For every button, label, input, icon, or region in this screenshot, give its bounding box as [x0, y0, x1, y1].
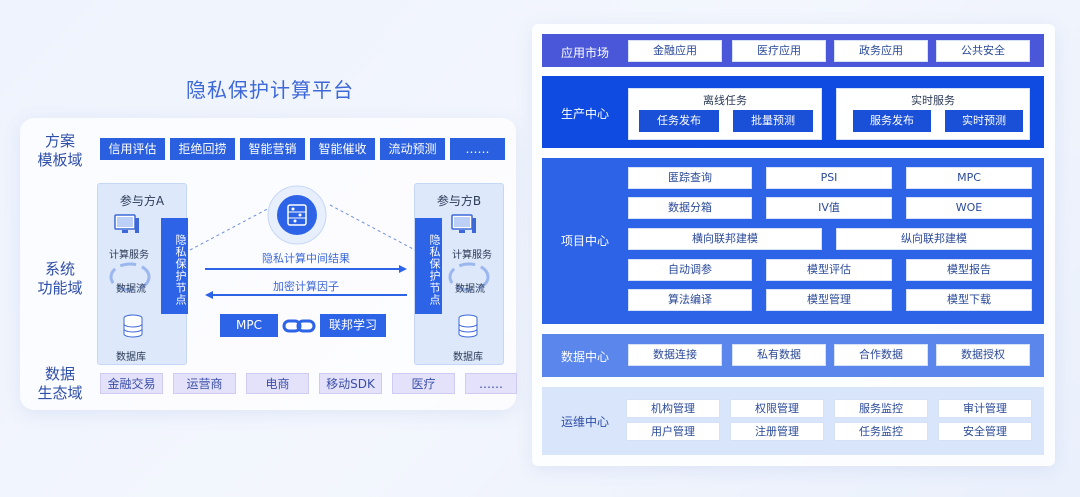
ecosystem-chip-more[interactable]: …… [465, 373, 517, 394]
data-chip[interactable]: 私有数据 [732, 344, 826, 366]
template-chip[interactable]: 智能催收 [310, 138, 375, 160]
data-chip[interactable]: 数据授权 [936, 344, 1030, 366]
project-chip[interactable]: 算法编译 [628, 289, 752, 311]
app-chip[interactable]: 公共安全 [936, 40, 1030, 62]
database-label: 数据库 [453, 352, 483, 363]
data-chip[interactable]: 数据连接 [628, 344, 722, 366]
app-market-label: 应用市场 [560, 46, 609, 60]
arrow-left-icon [205, 291, 407, 299]
app-market-band: 应用市场 金融应用 医疗应用 政务应用 公共安全 [542, 34, 1044, 67]
project-chip[interactable]: MPC [906, 167, 1032, 189]
offline-task-title: 离线任务 [703, 94, 747, 107]
database-label: 数据库 [116, 352, 146, 363]
ops-chip[interactable]: 服务监控 [834, 399, 928, 418]
platform-title: 隐私保护计算平台 [186, 78, 354, 102]
template-chip[interactable]: 拒绝回捞 [170, 138, 235, 160]
ecosystem-chip[interactable]: 运营商 [173, 373, 236, 394]
mpc-button[interactable]: MPC [220, 314, 278, 337]
connector-lines [189, 204, 416, 251]
template-chip[interactable]: 信用评估 [100, 138, 165, 160]
data-center-label: 数据中心 [560, 350, 609, 364]
data-flow-icon [109, 262, 151, 292]
production-band: 生产中心 离线任务 任务发布 批量预测 实时服务 服务发布 实时预测 [542, 76, 1044, 148]
template-chip[interactable]: 流动预测 [380, 138, 445, 160]
project-band: 项目中心 匿踪查询 PSI MPC 数据分箱 IV值 WOE 横向联邦建模 纵向… [542, 158, 1044, 324]
ops-chip[interactable]: 权限管理 [730, 399, 824, 418]
privacy-node-a[interactable]: 隐私保护节点 [161, 218, 188, 314]
app-chip[interactable]: 医疗应用 [732, 40, 826, 62]
ops-center-label: 运维中心 [560, 415, 609, 429]
project-chip[interactable]: 横向联邦建模 [628, 228, 822, 250]
template-chip[interactable]: 智能营销 [240, 138, 305, 160]
project-chip[interactable]: 自动调参 [628, 259, 752, 281]
template-list: 信用评估 拒绝回捞 智能营销 智能催收 流动预测 …… [100, 138, 505, 160]
link-icon [282, 319, 316, 333]
privacy-node-b[interactable]: 隐私保护节点 [415, 218, 442, 314]
service-publish-button[interactable]: 服务发布 [853, 110, 931, 132]
ecosystem-chip[interactable]: 医疗 [392, 373, 455, 394]
task-publish-button[interactable]: 任务发布 [639, 110, 719, 132]
database-icon [458, 314, 478, 338]
party-a-title: 参与方A [119, 194, 165, 208]
ecosystem-chip[interactable]: 移动SDK [319, 373, 382, 394]
compute-service-label: 计算服务 [109, 250, 149, 261]
abacus-hub-icon [267, 185, 327, 245]
production-label: 生产中心 [560, 107, 609, 121]
computer-icon [114, 214, 139, 233]
ops-chip[interactable]: 用户管理 [626, 422, 720, 441]
realtime-service-box: 实时服务 服务发布 实时预测 [836, 88, 1030, 140]
data-flow-icon [448, 262, 490, 292]
realtime-predict-button[interactable]: 实时预测 [945, 110, 1023, 132]
offline-task-box: 离线任务 任务发布 批量预测 [628, 88, 822, 140]
project-chip[interactable]: PSI [766, 167, 892, 189]
app-chip[interactable]: 金融应用 [628, 40, 722, 62]
project-chip[interactable]: 模型报告 [906, 259, 1032, 281]
ecosystem-list: 金融交易 运营商 电商 移动SDK 医疗 …… [100, 373, 517, 394]
project-chip[interactable]: 纵向联邦建模 [836, 228, 1032, 250]
database-icon [123, 314, 143, 338]
computer-icon [451, 214, 476, 233]
project-chip[interactable]: IV值 [766, 197, 892, 219]
arrow-right-icon [205, 265, 407, 273]
ecosystem-chip[interactable]: 电商 [246, 373, 309, 394]
app-chip[interactable]: 政务应用 [834, 40, 928, 62]
data-flow-label: 数据流 [116, 284, 146, 295]
data-center-band: 数据中心 数据连接 私有数据 合作数据 数据授权 [542, 334, 1044, 377]
project-chip[interactable]: 数据分箱 [628, 197, 752, 219]
ops-chip[interactable]: 机构管理 [626, 399, 720, 418]
encrypted-factor-label: 加密计算因子 [273, 280, 339, 293]
intermediate-result-label: 隐私计算中间结果 [262, 252, 350, 265]
ops-chip[interactable]: 任务监控 [834, 422, 928, 441]
ecosystem-domain-label: 数据生态域 [37, 365, 83, 402]
ops-center-band: 运维中心 机构管理 权限管理 服务监控 审计管理 用户管理 注册管理 任务监控 … [542, 387, 1044, 455]
batch-predict-button[interactable]: 批量预测 [733, 110, 813, 132]
project-chip[interactable]: 模型管理 [766, 289, 892, 311]
ops-chip[interactable]: 注册管理 [730, 422, 824, 441]
data-flow-label: 数据流 [455, 284, 485, 295]
ecosystem-chip[interactable]: 金融交易 [100, 373, 163, 394]
project-label: 项目中心 [560, 234, 609, 248]
project-chip[interactable]: 匿踪查询 [628, 167, 752, 189]
party-b-title: 参与方B [436, 194, 482, 208]
project-chip[interactable]: 模型下载 [906, 289, 1032, 311]
system-domain-label: 系统功能域 [37, 260, 83, 297]
template-domain-label: 方案模板域 [37, 132, 83, 169]
data-chip[interactable]: 合作数据 [834, 344, 928, 366]
project-chip[interactable]: WOE [906, 197, 1032, 219]
federated-learning-button[interactable]: 联邦学习 [320, 314, 386, 337]
ops-chip[interactable]: 审计管理 [938, 399, 1032, 418]
ops-chip[interactable]: 安全管理 [938, 422, 1032, 441]
compute-service-label: 计算服务 [452, 250, 492, 261]
project-chip[interactable]: 模型评估 [766, 259, 892, 281]
realtime-service-title: 实时服务 [911, 94, 955, 107]
template-chip-more[interactable]: …… [450, 138, 505, 160]
